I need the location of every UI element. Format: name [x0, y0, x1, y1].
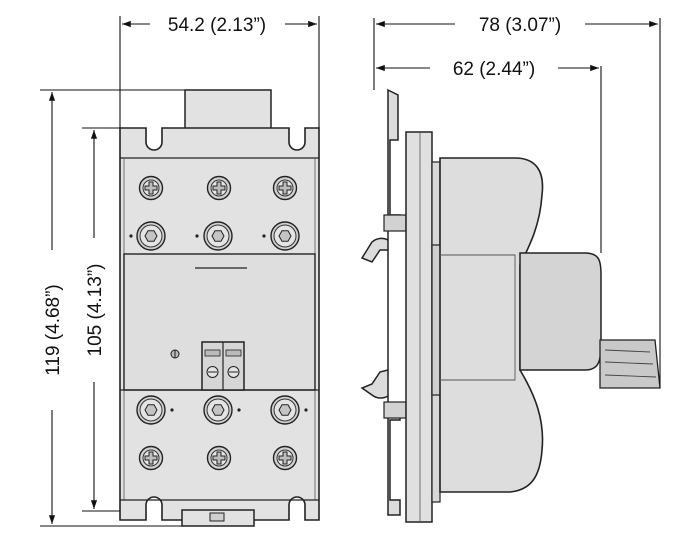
dim-height-body: 105 (4.13”) — [85, 264, 106, 357]
bottom-hex-screw-2 — [203, 395, 233, 425]
bottom-hex-screw-1 — [136, 395, 166, 425]
dim-side-depth-total: 78 (3.07”) — [479, 15, 561, 36]
bottom-hex-screw-3 — [270, 395, 300, 425]
top-hex-screw-1 — [136, 221, 166, 251]
side-actuator — [519, 252, 602, 371]
din-clip — [360, 88, 401, 516]
side-view — [360, 88, 661, 523]
front-view — [119, 89, 320, 527]
dimension-lines — [40, 16, 661, 527]
top-phillips-screw-2 — [206, 175, 232, 201]
bottom-phillips-screw-2 — [206, 445, 232, 471]
bottom-phillips-screw-1 — [138, 445, 164, 471]
front-top-tab — [184, 89, 272, 135]
top-hex-screw-3 — [270, 221, 300, 251]
bottom-phillips-screw-3 — [272, 445, 298, 471]
top-phillips-screw-1 — [138, 175, 164, 201]
auxiliary-terminal-block — [201, 341, 245, 391]
dim-front-width: 54.2 (2.13”) — [168, 15, 266, 36]
side-base-plate — [405, 131, 433, 523]
top-hex-screw-2 — [203, 221, 233, 251]
dim-side-depth-body: 62 (2.44”) — [453, 59, 535, 80]
top-phillips-screw-3 — [272, 175, 298, 201]
dim-height-total: 119 (4.68”) — [43, 284, 64, 376]
